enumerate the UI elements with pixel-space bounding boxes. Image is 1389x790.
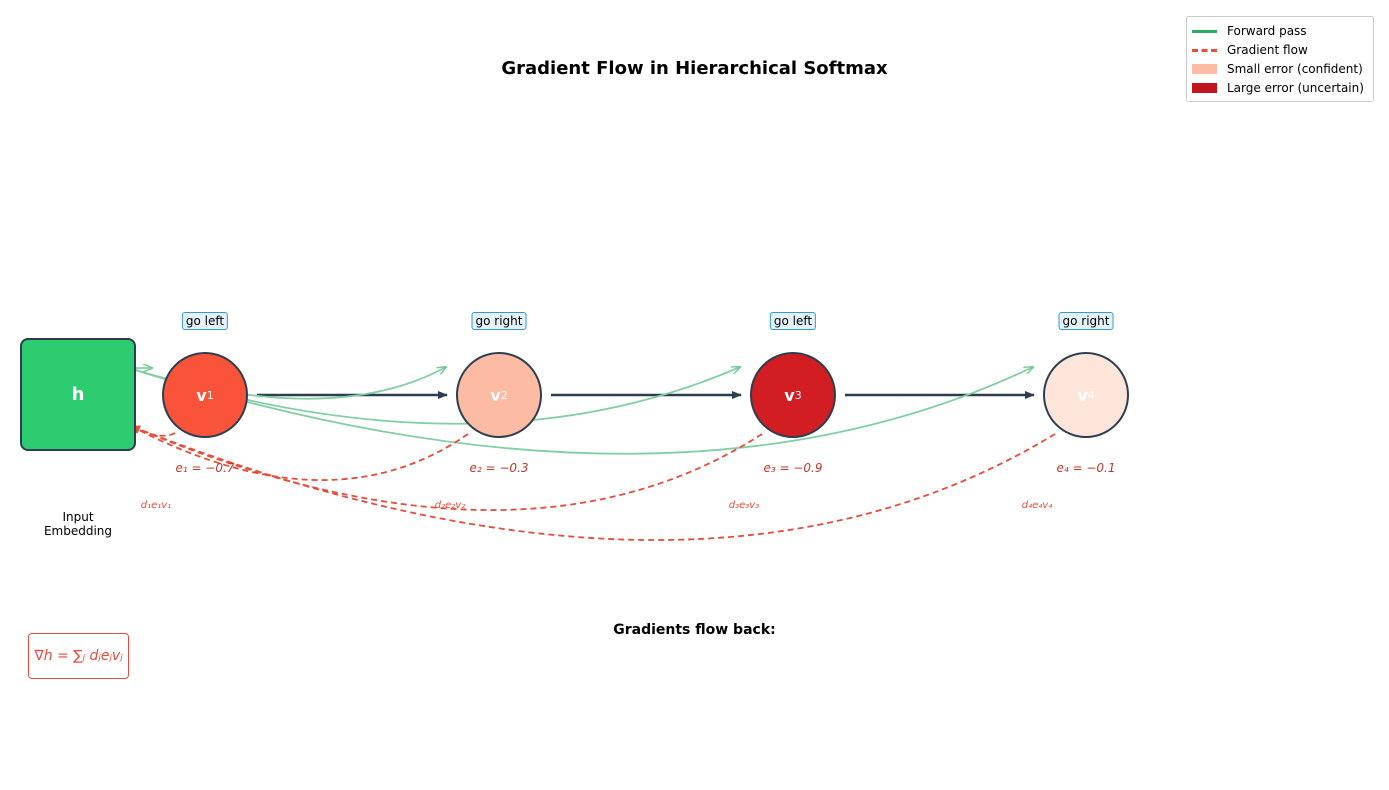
forward-arrow-4 xyxy=(128,367,1033,455)
node-symbol: v xyxy=(1077,385,1088,405)
legend-label: Small error (confident) xyxy=(1227,61,1363,76)
node-symbol: v xyxy=(196,385,207,405)
legend-item: Small error (confident) xyxy=(1192,59,1369,78)
gradient-term-label: d₁e₁v₁ xyxy=(140,500,172,511)
gradient-term-label: d₄e₄v₄ xyxy=(1021,500,1053,511)
legend-label: Forward pass xyxy=(1227,23,1307,38)
error-label: e₄ = −0.1 xyxy=(1056,461,1116,475)
legend-item: Forward pass xyxy=(1192,21,1369,40)
direction-label: go left xyxy=(769,312,817,330)
diagram-title: Gradient Flow in Hierarchical Softmax xyxy=(501,58,888,79)
legend-label: Gradient flow xyxy=(1227,42,1308,57)
node-symbol: v xyxy=(490,385,501,405)
direction-label: go right xyxy=(471,312,527,330)
error-label: e₂ = −0.3 xyxy=(469,461,529,475)
input-caption: Input Embedding xyxy=(28,510,128,538)
legend-swatch xyxy=(1192,45,1217,55)
error-label: e₁ = −0.7 xyxy=(175,461,235,475)
legend-swatch xyxy=(1192,26,1217,36)
input-caption-line1: Input xyxy=(62,510,94,524)
input-embedding-node: h xyxy=(20,338,136,451)
node-index: 3 xyxy=(794,388,802,402)
node-index: 1 xyxy=(206,388,214,402)
node-index: 4 xyxy=(1087,388,1095,402)
input-caption-line2: Embedding xyxy=(43,524,113,538)
gradient-arrow-4 xyxy=(130,425,1056,541)
direction-label: go left xyxy=(181,312,229,330)
legend-item: Large error (uncertain) xyxy=(1192,78,1369,97)
node-index: 2 xyxy=(500,388,508,402)
direction-label: go right xyxy=(1058,312,1114,330)
input-symbol: h xyxy=(71,384,85,405)
gradient-formula: ∇h = ∑ⱼ dⱼeⱼvⱼ xyxy=(28,633,129,679)
legend-swatch xyxy=(1192,82,1217,93)
gradient-arrow-2 xyxy=(130,425,469,481)
gradient-arrow-3 xyxy=(130,425,763,511)
error-label: e₃ = −0.9 xyxy=(763,461,823,475)
gradient-term-label: d₂e₂v₂ xyxy=(434,500,466,511)
gradient-caption: Gradients flow back: xyxy=(613,622,776,638)
node-symbol: v xyxy=(784,385,795,405)
legend-swatch xyxy=(1192,63,1217,74)
legend-item: Gradient flow xyxy=(1192,40,1369,59)
legend-label: Large error (uncertain) xyxy=(1227,80,1364,95)
gradient-term-label: d₃e₃v₃ xyxy=(728,500,760,511)
